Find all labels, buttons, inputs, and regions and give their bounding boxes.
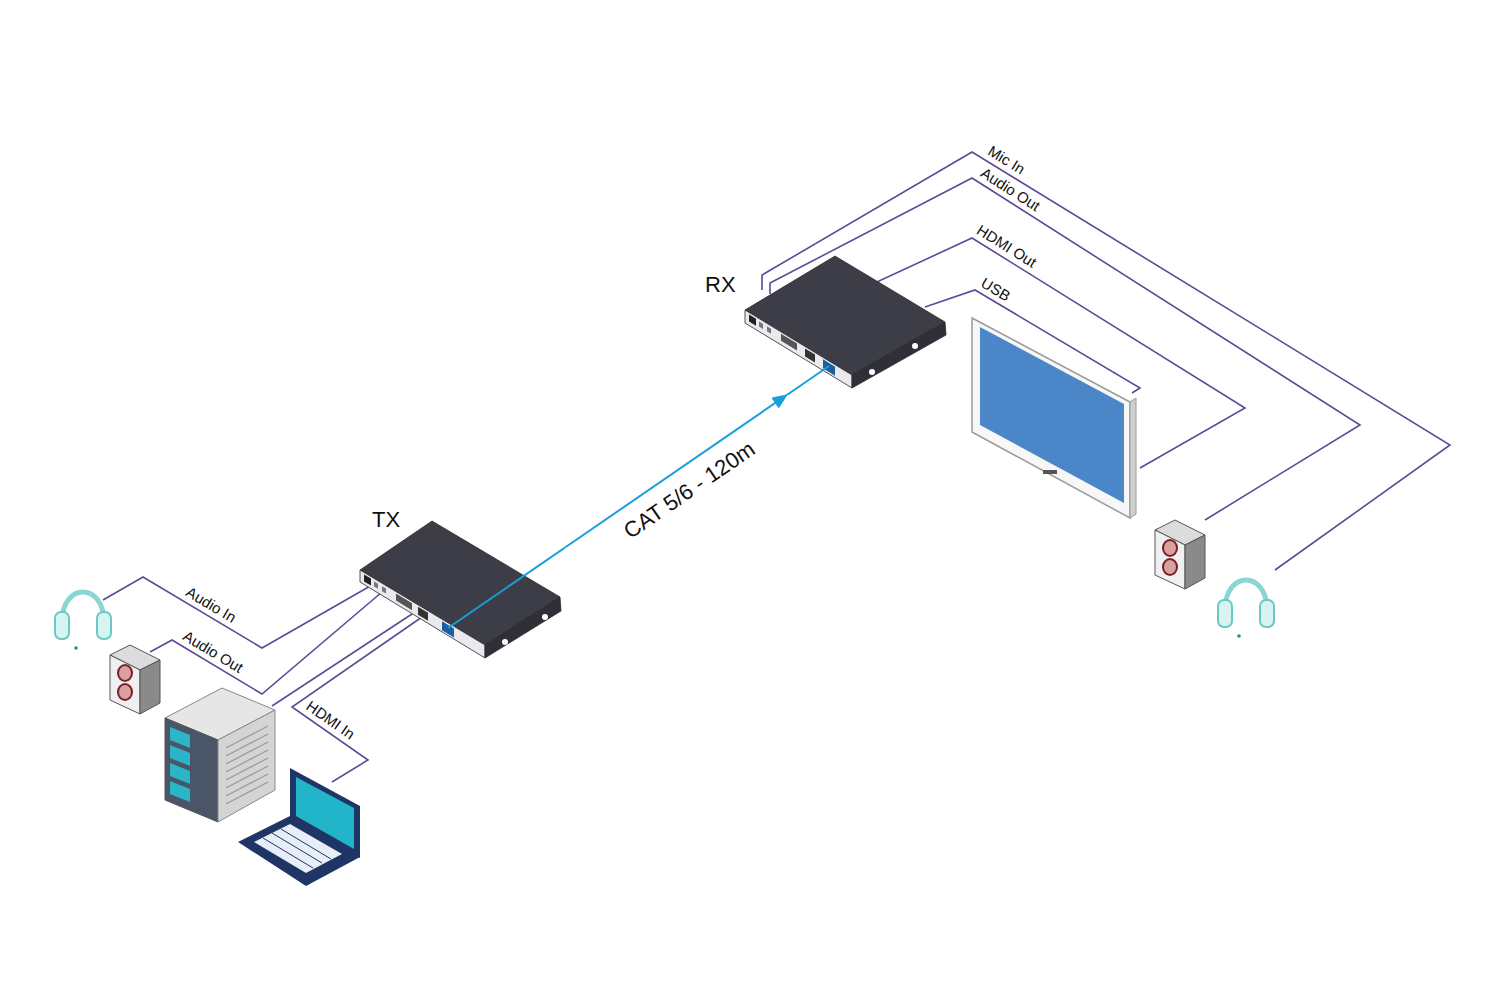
port [781,334,797,351]
headphones-icon [1218,600,1232,627]
extender-housing [700,250,950,395]
headphones-icon [97,612,111,639]
monitor-icon [1130,398,1136,518]
housing-face [745,310,852,388]
housing-face [852,322,946,388]
monitor-icon [972,318,1130,518]
cable-label: CAT 5/6 - 120m [619,436,760,544]
signal-wire [103,577,372,648]
laptop-icon [281,829,331,859]
speaker-icon [118,665,132,681]
signal-wire [103,152,1450,782]
signal-wire [272,614,412,706]
network-cable [565,395,787,548]
device-label: TX [372,507,400,533]
monitor-icon [972,318,1136,518]
port [418,607,428,621]
port [442,621,454,637]
laptop-icon [254,824,342,873]
device-label: RX [705,272,736,298]
headphones-icon [1218,580,1274,638]
cable-stub [448,548,565,628]
port [767,326,771,333]
server-icon [218,710,275,822]
port-panel [364,574,454,637]
port [374,581,378,588]
headphones-icon [55,612,69,639]
housing-face [360,570,485,658]
port [805,348,815,362]
speaker-icon [1155,530,1185,589]
signal-wire [150,592,382,694]
housing-foot [542,614,548,620]
server-icon [165,688,275,822]
signal-wire [292,617,422,782]
port [759,321,763,328]
speaker-icon [1155,520,1205,589]
laptop-icon [238,816,360,886]
laptop-icon [238,768,360,886]
laptop-icon [263,829,331,868]
port [396,594,412,611]
speaker-icon [1163,540,1177,556]
housing-foot [502,639,508,645]
speaker-icon [1185,535,1205,589]
port-panel [749,314,835,375]
headphones-icon [1260,600,1274,627]
receiver-box: RX [700,250,950,395]
housing-face [485,597,561,658]
housing-foot [869,369,875,375]
port [382,586,386,593]
speaker-icon [140,660,160,714]
port [364,574,371,585]
speaker-icon [118,684,132,700]
server-icon [170,745,190,766]
wire-label: USB [978,274,1013,304]
port [749,314,756,325]
server-icon [226,782,268,804]
wire-label: Audio In [183,583,239,626]
monitor-icon [1043,470,1057,474]
cable-stub [787,366,829,395]
server-icon [226,726,268,804]
headphones-icon [55,592,111,650]
housing-foot [912,343,918,349]
server-icon [165,718,218,822]
transmitter-box: TX [355,505,565,665]
housing-face [745,256,945,375]
speaker-icon [110,655,140,714]
monitor-icon [980,327,1124,503]
server-icon [170,781,190,802]
headphones-icon [74,646,78,650]
laptop-icon [272,833,322,863]
headphones-icon [1237,634,1241,638]
server-icon [170,763,190,784]
speaker-icon [1163,559,1177,575]
server-icon [170,727,190,748]
port [823,359,835,375]
speaker-icon [110,645,160,714]
